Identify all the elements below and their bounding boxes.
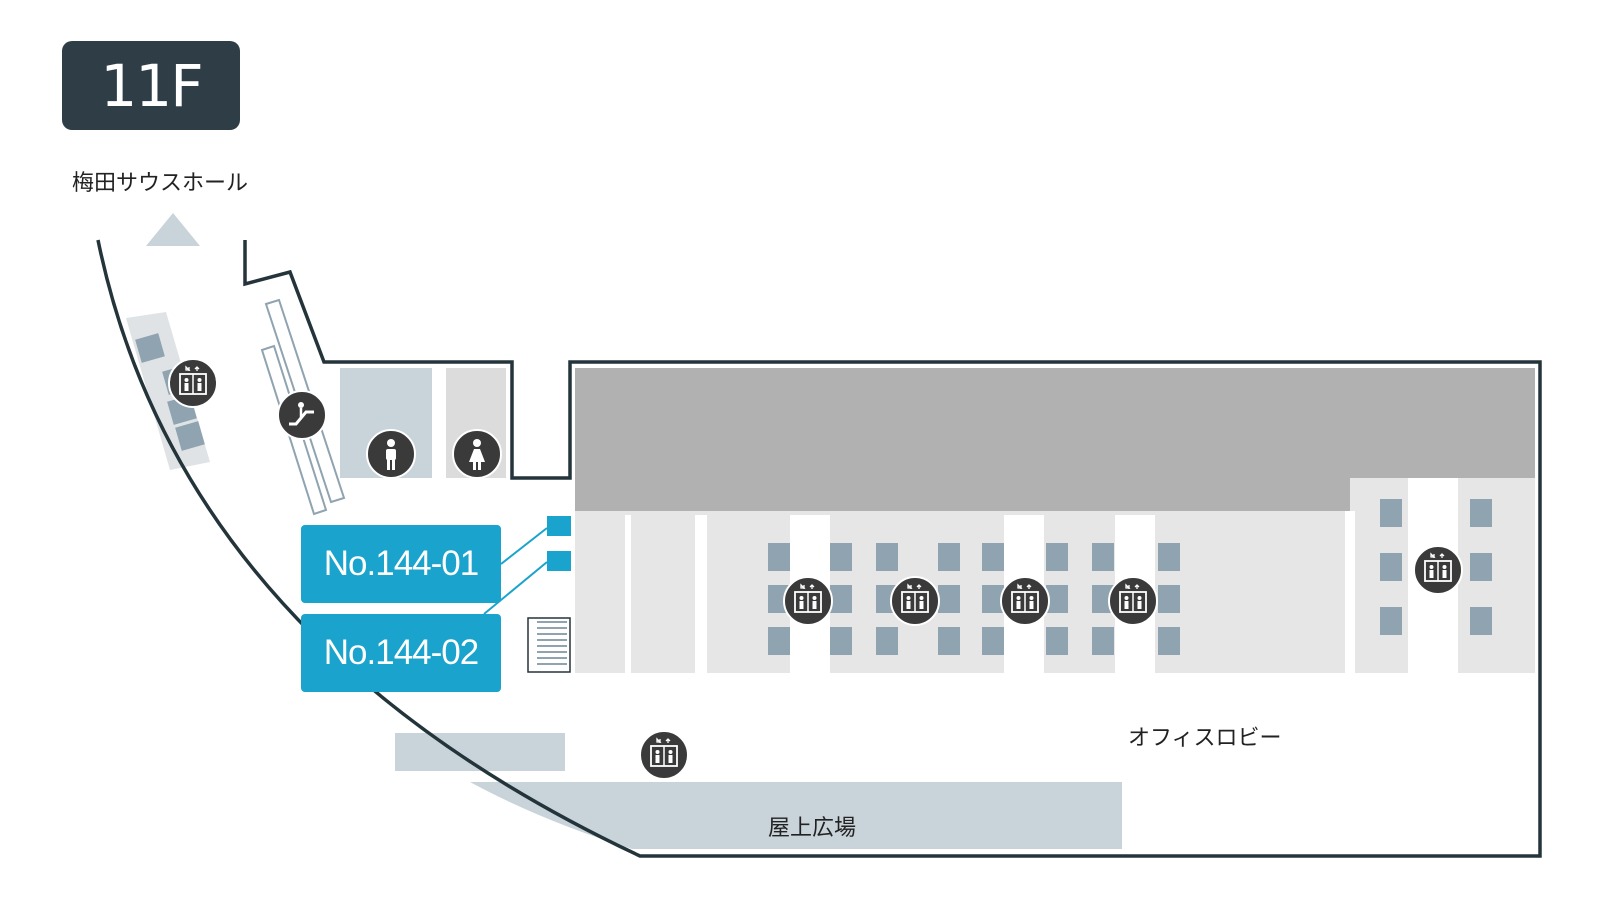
elevator-icon xyxy=(1108,576,1158,626)
unit-marker-1 xyxy=(547,516,571,536)
elevator-bank-blocks xyxy=(135,333,1492,655)
triangle-up-icon xyxy=(146,213,200,246)
unit-marker-2 xyxy=(547,551,571,571)
mailbox-icon xyxy=(527,617,571,673)
unit-144-02-button[interactable]: No.144-02 xyxy=(301,614,501,692)
elevator-icon xyxy=(1000,576,1050,626)
direction-label: 梅田サウスホール xyxy=(72,171,249,196)
escalator-icon xyxy=(277,390,327,440)
womens-restroom-icon xyxy=(452,429,502,479)
elevator-icon xyxy=(783,576,833,626)
mens-restroom-icon xyxy=(366,429,416,479)
floor-badge: 11F xyxy=(62,41,240,130)
elevator-icon xyxy=(168,358,218,408)
office-lobby-label: オフィスロビー xyxy=(1128,726,1282,751)
elevator-icon xyxy=(890,576,940,626)
rooftop-plaza-area xyxy=(470,782,1122,849)
floor-label: 11F xyxy=(100,51,203,120)
elevator-icon xyxy=(639,730,689,780)
elevator-icon xyxy=(1413,545,1463,595)
unit-144-01-button[interactable]: No.144-01 xyxy=(301,525,501,603)
rooftop-plaza-label: 屋上広場 xyxy=(768,816,857,841)
corridor-area xyxy=(395,733,565,771)
